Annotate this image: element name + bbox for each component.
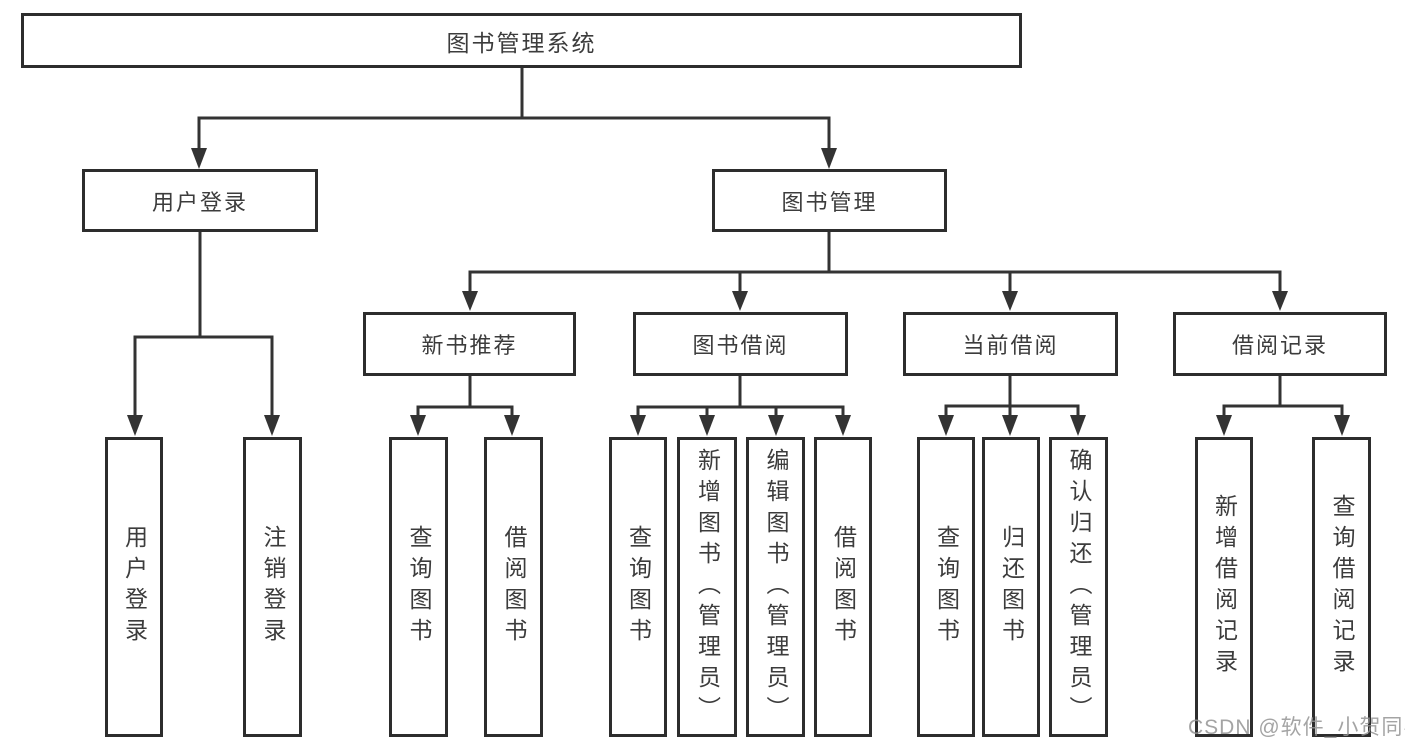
leaf-edit-book-admin: 编辑图书（管理员） bbox=[746, 437, 805, 737]
leaf-add-book-admin: 新增图书（管理员） bbox=[677, 437, 737, 737]
csdn-watermark: CSDN @软件_小贺同学 bbox=[1188, 716, 1405, 739]
node-book-management: 图书管理 bbox=[712, 169, 947, 232]
leaf-user-login: 用户登录 bbox=[105, 437, 163, 737]
leaf-borrow-book-borrowing: 借阅图书 bbox=[814, 437, 872, 737]
leaf-confirm-return-admin: 确认归还（管理员） bbox=[1049, 437, 1108, 737]
leaf-query-borrow-record: 查询借阅记录 bbox=[1312, 437, 1371, 737]
node-library-management-system: 图书管理系统 bbox=[21, 13, 1022, 68]
node-current-borrowing: 当前借阅 bbox=[903, 312, 1118, 376]
leaf-return-book: 归还图书 bbox=[982, 437, 1040, 737]
leaf-add-borrow-record: 新增借阅记录 bbox=[1195, 437, 1253, 737]
leaf-query-book-recommend: 查询图书 bbox=[389, 437, 448, 737]
node-borrow-records: 借阅记录 bbox=[1173, 312, 1387, 376]
leaf-query-book-borrowing: 查询图书 bbox=[609, 437, 667, 737]
leaf-borrow-book-recommend: 借阅图书 bbox=[484, 437, 543, 737]
node-book-borrowing: 图书借阅 bbox=[633, 312, 848, 376]
node-user-login: 用户登录 bbox=[82, 169, 318, 232]
leaf-logout: 注销登录 bbox=[243, 437, 302, 737]
leaf-query-book-current: 查询图书 bbox=[917, 437, 975, 737]
node-new-book-recommend: 新书推荐 bbox=[363, 312, 576, 376]
